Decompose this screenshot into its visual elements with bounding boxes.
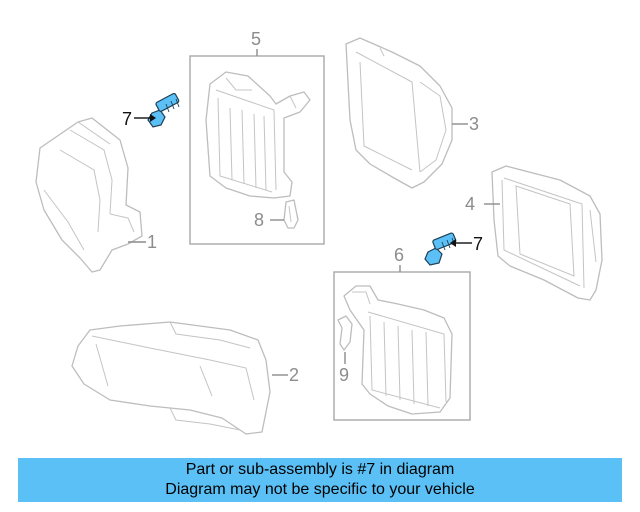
callout-2[interactable]: 2 — [289, 365, 299, 385]
callout-7-left[interactable]: 7 — [122, 109, 132, 129]
info-banner: Part or sub-assembly is #7 in diagram Di… — [18, 458, 622, 502]
part-1-air-duct[interactable] — [35, 117, 143, 273]
part-3-shroud[interactable] — [345, 37, 453, 189]
callout-3[interactable]: 3 — [469, 114, 479, 134]
callout-6-frame — [333, 271, 471, 421]
part-7-bolt-right[interactable] — [424, 232, 457, 266]
callout-8[interactable]: 8 — [254, 210, 264, 230]
part-9-bracket[interactable] — [337, 315, 353, 351]
part-7-bolt-left[interactable] — [147, 92, 180, 128]
banner-line-2: Diagram may not be specific to your vehi… — [165, 481, 475, 498]
callout-4[interactable]: 4 — [465, 194, 475, 214]
callout-7-right[interactable]: 7 — [473, 234, 483, 254]
part-5-intercooler[interactable] — [205, 71, 311, 199]
callout-9[interactable]: 9 — [339, 365, 349, 385]
part-2-lower-duct[interactable] — [71, 321, 271, 435]
callout-1[interactable]: 1 — [147, 232, 157, 252]
part-8-clip[interactable] — [283, 199, 299, 229]
part-4-shroud[interactable] — [491, 165, 603, 301]
parts-diagram: 1 2 3 4 5 — [35, 29, 603, 435]
callout-6[interactable]: 6 — [394, 245, 404, 265]
banner-line-1: Part or sub-assembly is #7 in diagram — [185, 461, 455, 478]
part-6-intercooler[interactable] — [343, 285, 453, 415]
callout-5[interactable]: 5 — [251, 29, 261, 49]
